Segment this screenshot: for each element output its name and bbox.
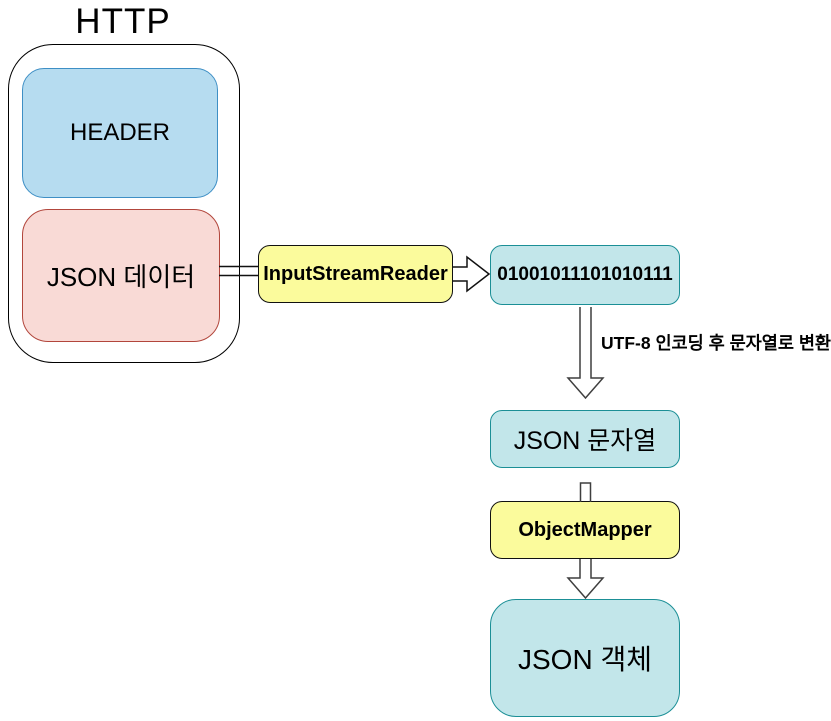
arrow-binary-to-jsonstring-icon bbox=[566, 307, 605, 400]
json-object-label: JSON 객체 bbox=[518, 644, 652, 675]
arrow-mapper-to-jsonobject-icon bbox=[566, 559, 605, 600]
json-string-label: JSON 문자열 bbox=[513, 427, 657, 455]
header-label: HEADER bbox=[69, 119, 171, 146]
connector-jsonstring-to-mapper bbox=[579, 482, 592, 502]
arrow-reader-to-binary-icon bbox=[453, 255, 491, 293]
json-object-box: JSON 객체 bbox=[490, 599, 680, 717]
binary-box: 01001011101010111 bbox=[490, 245, 680, 305]
object-mapper-label: ObjectMapper bbox=[518, 518, 652, 541]
http-title: HTTP bbox=[75, 2, 171, 41]
binary-value: 01001011101010111 bbox=[497, 264, 673, 285]
json-data-box: JSON 데이터 bbox=[22, 209, 220, 342]
object-mapper-box: ObjectMapper bbox=[490, 501, 680, 559]
header-box: HEADER bbox=[22, 68, 218, 198]
json-data-label: JSON 데이터 bbox=[46, 262, 196, 292]
json-string-box: JSON 문자열 bbox=[490, 410, 680, 468]
input-stream-reader-box: InputStreamReader bbox=[258, 245, 453, 303]
input-stream-reader-label: InputStreamReader bbox=[263, 262, 448, 285]
utf8-edge-label: UTF-8 인코딩 후 문자열로 변환 bbox=[601, 333, 831, 353]
